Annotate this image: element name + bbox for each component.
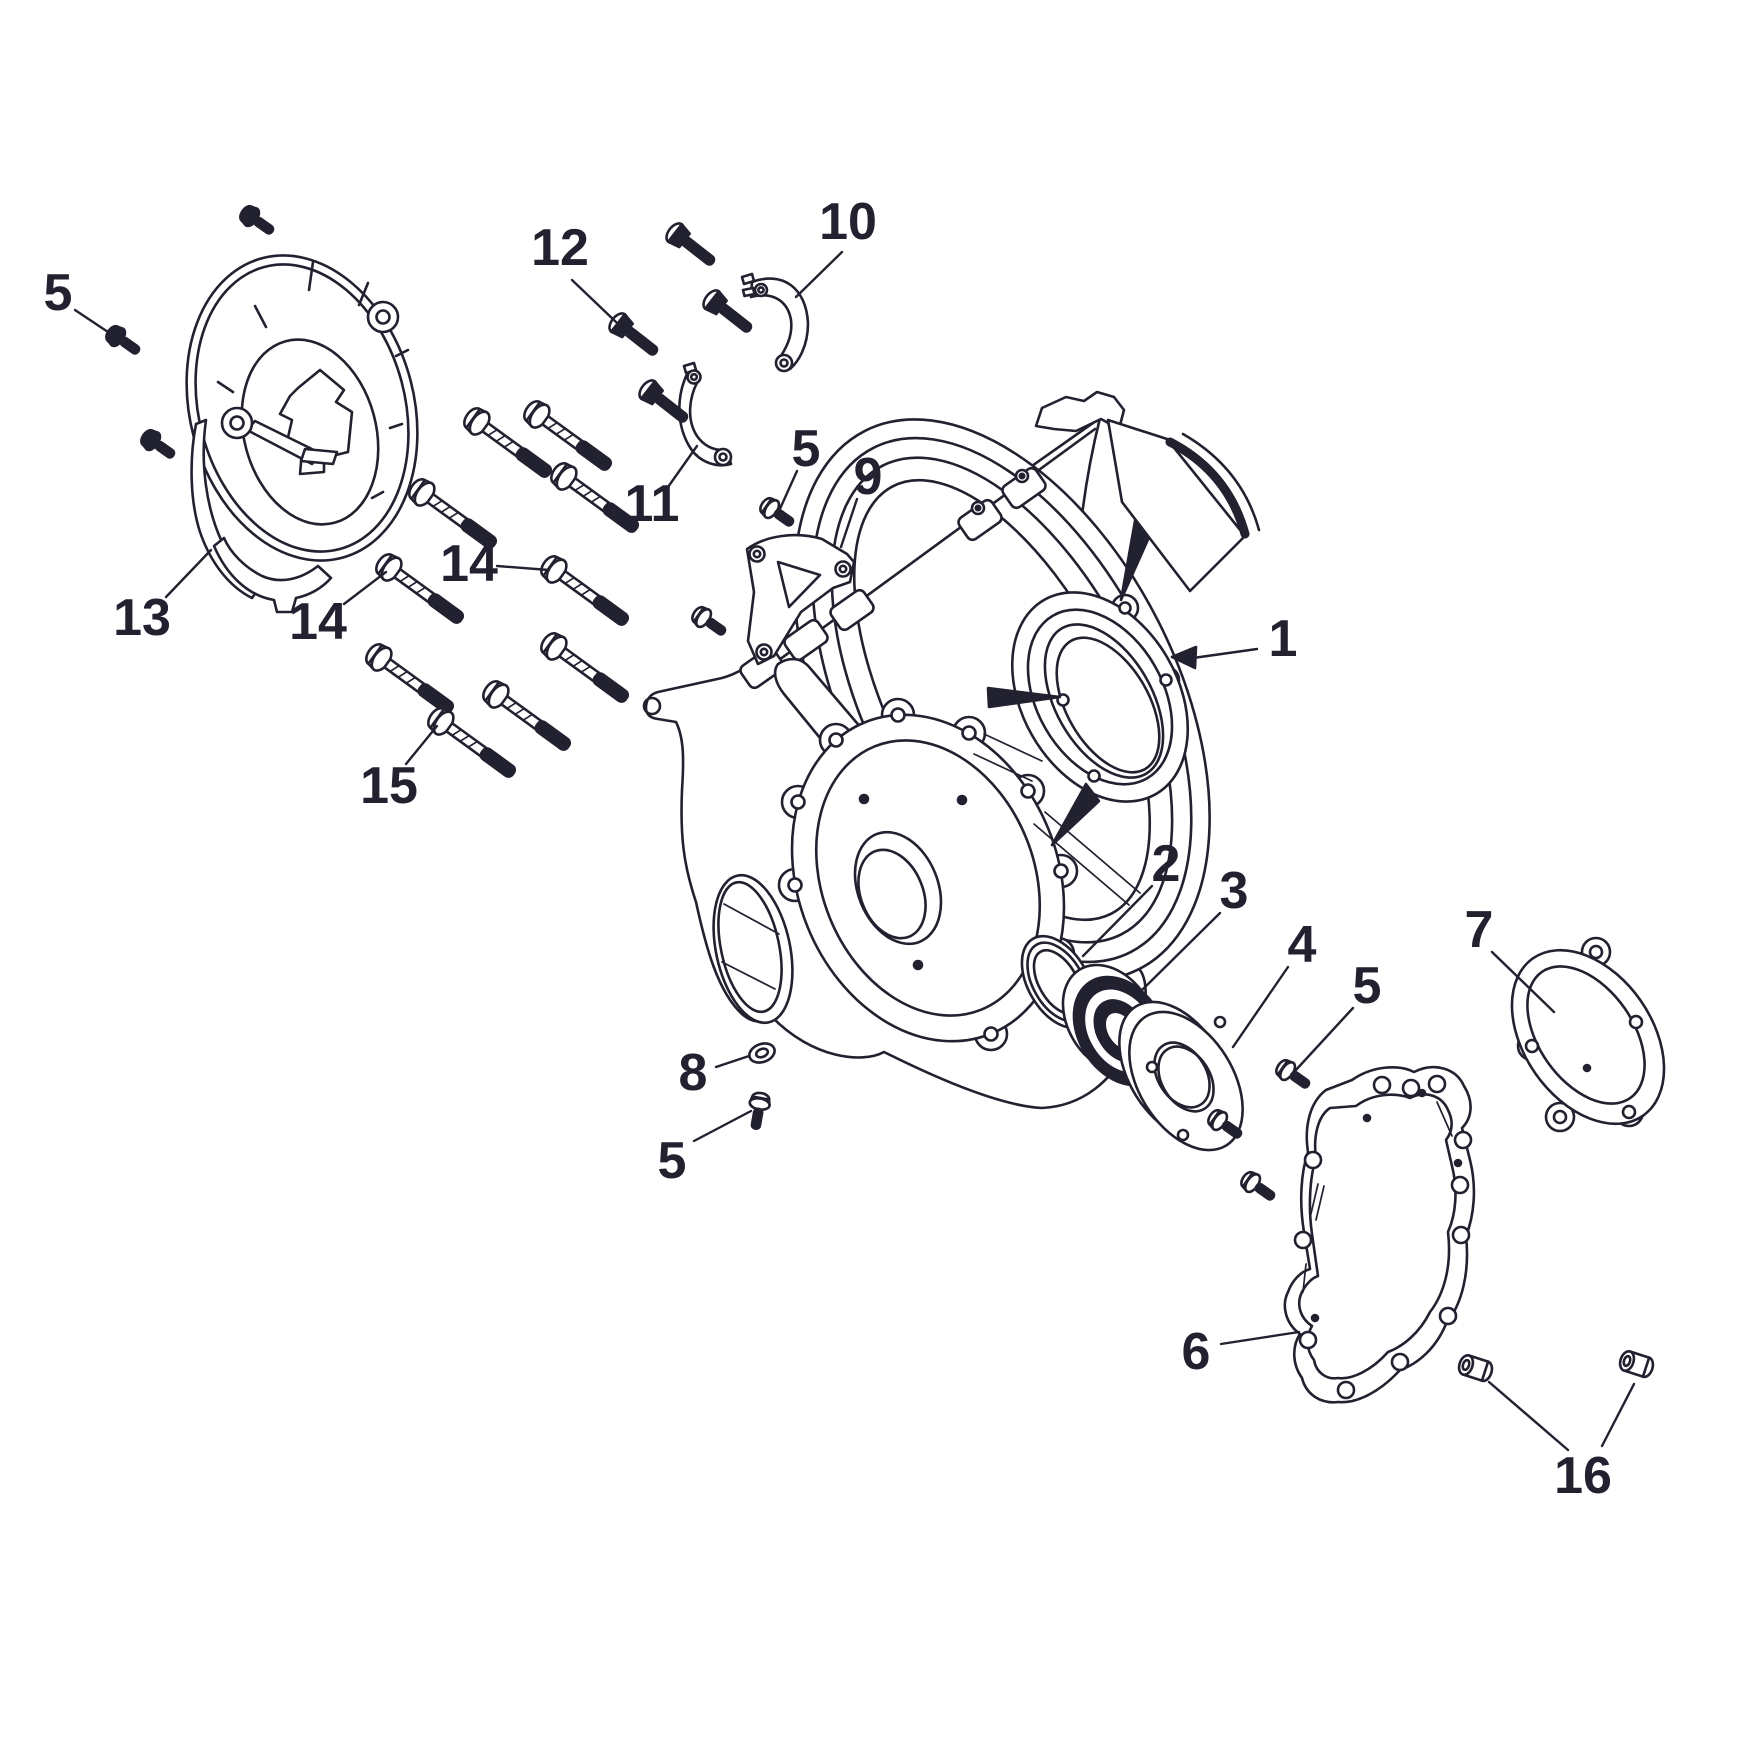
- bushing: [1616, 1348, 1657, 1380]
- callout-leader-line: [692, 1109, 753, 1143]
- callout-leader-line: [1600, 1382, 1636, 1448]
- callout-leader-line: [164, 548, 213, 599]
- callout-label-5: 5: [658, 1132, 687, 1190]
- shroud-bottom-lip: [212, 536, 333, 614]
- belt-fin: [986, 686, 1062, 709]
- callout-label-3: 3: [1220, 862, 1249, 920]
- part-1-cvt-cover: [642, 390, 1261, 1110]
- callout-leader-line: [404, 724, 439, 766]
- callout-label-8: 8: [679, 1044, 708, 1102]
- part-10-strap: [740, 272, 810, 373]
- long-bolt: [535, 550, 636, 634]
- socket-bolt: [604, 309, 664, 363]
- callout-leader-line: [1191, 647, 1259, 660]
- flange-bolt: [235, 201, 280, 241]
- callout-leader-line: [1487, 1380, 1570, 1452]
- part-11-strap: [678, 361, 733, 467]
- callout-label-10: 10: [819, 193, 877, 251]
- washer: [745, 1038, 779, 1068]
- callout-label-5: 5: [44, 264, 73, 322]
- part-7-gasket: [1510, 936, 1666, 1133]
- callout-leader-line: [73, 308, 116, 338]
- callout-leader-line: [570, 278, 618, 324]
- callout-label-9: 9: [854, 448, 883, 506]
- callout-label-1: 1: [1269, 610, 1298, 668]
- callout-label-11: 11: [625, 475, 680, 533]
- flange-bolt: [101, 321, 146, 361]
- callout-leader-line: [495, 564, 551, 572]
- flange-bolt: [1236, 1167, 1281, 1207]
- callout-label-16: 16: [1554, 1447, 1612, 1505]
- socket-bolt: [661, 219, 721, 273]
- long-bolt: [535, 627, 636, 711]
- callout-leader-line: [1140, 911, 1222, 992]
- callout-label-14: 14: [289, 593, 347, 651]
- cover-top-bracket: [1034, 390, 1126, 433]
- callout-leader-line: [1081, 884, 1154, 958]
- callout-label-13: 13: [113, 589, 171, 647]
- callout-label-5: 5: [792, 420, 821, 478]
- callout-label-2: 2: [1152, 835, 1181, 893]
- callout-leader-line: [666, 444, 699, 489]
- callout-label-4: 4: [1288, 916, 1317, 974]
- callout-leader-line: [794, 250, 844, 299]
- flange-bolt: [687, 602, 732, 642]
- belt-fin: [1050, 782, 1101, 847]
- part-6-gasket: [1283, 1065, 1476, 1404]
- callout-leader-line: [1219, 1330, 1301, 1346]
- long-bolt: [477, 675, 578, 759]
- flange-bolt: [755, 493, 800, 533]
- callout-leader-line: [839, 497, 859, 549]
- callout-leader-line: [1293, 1006, 1355, 1073]
- flange-bolt: [1271, 1055, 1316, 1095]
- callout-leader-line: [1490, 950, 1556, 1014]
- part-9-bracket: [745, 533, 856, 666]
- callout-label-7: 7: [1465, 901, 1494, 959]
- callout-label-14: 14: [440, 535, 498, 593]
- part-13-fan-shroud: [185, 254, 419, 614]
- callout-leader-line: [342, 570, 388, 606]
- flange-bolt: [136, 425, 181, 465]
- callout-leader-line: [777, 469, 799, 513]
- callout-label-6: 6: [1182, 1323, 1211, 1381]
- callout-label-5: 5: [1353, 957, 1382, 1015]
- cover-outlet-duct: [1106, 418, 1247, 593]
- bushing: [1455, 1352, 1496, 1384]
- long-bolt: [422, 702, 523, 786]
- callout-leader-line: [1231, 965, 1290, 1049]
- callout-label-15: 15: [360, 757, 418, 815]
- callout-label-12: 12: [531, 219, 589, 277]
- callout-leader-line: [714, 1054, 751, 1069]
